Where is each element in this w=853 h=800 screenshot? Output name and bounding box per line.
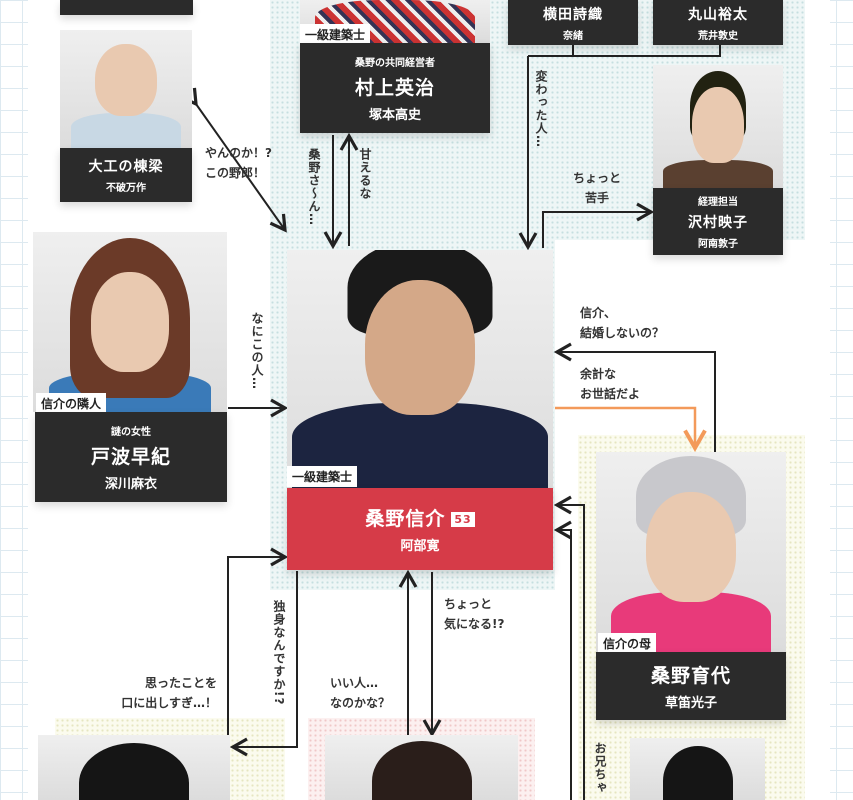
age-badge: 53 bbox=[451, 512, 475, 527]
tonami-tag: 信介の隣人 bbox=[36, 393, 107, 414]
label-kuwano-pink: ちょっと気になる!? bbox=[444, 597, 505, 631]
arrow-kuwano-sawamura bbox=[542, 202, 655, 248]
label-staff-kuwano: 変わった人… bbox=[534, 70, 548, 148]
arrow-family-2 bbox=[553, 520, 572, 800]
maruyama-card[interactable]: 丸山裕太荒井敦史 bbox=[653, 0, 783, 45]
label-tonami-kuwano: なにこの人… bbox=[250, 312, 264, 390]
sawamura-photo bbox=[653, 65, 783, 188]
staff-connector bbox=[528, 45, 721, 247]
label-ikuyo-kuwano: 信介、結婚しないの？ bbox=[580, 306, 665, 340]
arrow-family-1 bbox=[553, 495, 585, 800]
character-box-cut bbox=[60, 0, 193, 15]
murakami-card[interactable]: 桑野の共同経営者村上英治塚本高史 bbox=[300, 43, 490, 133]
tonami-card[interactable]: 謎の女性戸波早紀深川麻衣 bbox=[35, 412, 227, 502]
label-sister-kuwano: お兄ちゃ bbox=[593, 742, 607, 794]
bottom-right-photo bbox=[630, 738, 765, 800]
arrow-kuwano-left bbox=[229, 571, 298, 757]
sawamura-card[interactable]: 経理担当沢村映子阿南敦子 bbox=[653, 188, 783, 255]
daiku-card[interactable]: 大工の棟梁不破万作 bbox=[60, 148, 192, 202]
ikuyo-photo bbox=[596, 452, 786, 652]
label-murakami-kuwano: 甘えるな bbox=[358, 148, 372, 200]
kuwano-photo bbox=[287, 250, 553, 488]
label-left-kuwano: 思ったことを口に出しすぎ…！ bbox=[121, 676, 217, 710]
daiku-photo bbox=[60, 30, 192, 148]
murakami-photo bbox=[300, 0, 490, 43]
bottom-center-photo bbox=[325, 735, 518, 800]
label-kuwano-ikuyo: 余計なお世話だよ bbox=[580, 367, 641, 401]
arrow-ikuyo-kuwano bbox=[553, 342, 716, 452]
label-kuwano-sawamura: ちょっと苦手 bbox=[573, 171, 622, 205]
arrow-daiku-kuwano bbox=[180, 87, 287, 233]
ikuyo-tag: 信介の母 bbox=[598, 633, 657, 654]
yokota-card[interactable]: 横田詩織奈緒 bbox=[508, 0, 638, 45]
kuwano-name: 桑野信介 bbox=[365, 508, 446, 530]
kuwano-tag: 一級建築士 bbox=[287, 466, 358, 487]
bottom-left-photo bbox=[38, 735, 230, 800]
label-kuwano-murakami: 桑野さ〜ん… bbox=[307, 148, 321, 226]
arrow-left-kuwano bbox=[227, 547, 289, 735]
tonami-photo bbox=[33, 232, 227, 412]
label-pink-kuwano: いい人…なのかな？ bbox=[330, 676, 391, 710]
arrow-kuwano-ikuyo bbox=[555, 406, 707, 453]
murakami-tag: 一級建築士 bbox=[300, 24, 371, 45]
label-kuwano-left: 独身なんですか!? bbox=[272, 600, 286, 706]
ikuyo-card[interactable]: 桑野育代草笛光子 bbox=[596, 652, 786, 720]
label-daiku-kuwano: やんのか！?この野郎！ bbox=[205, 146, 272, 180]
